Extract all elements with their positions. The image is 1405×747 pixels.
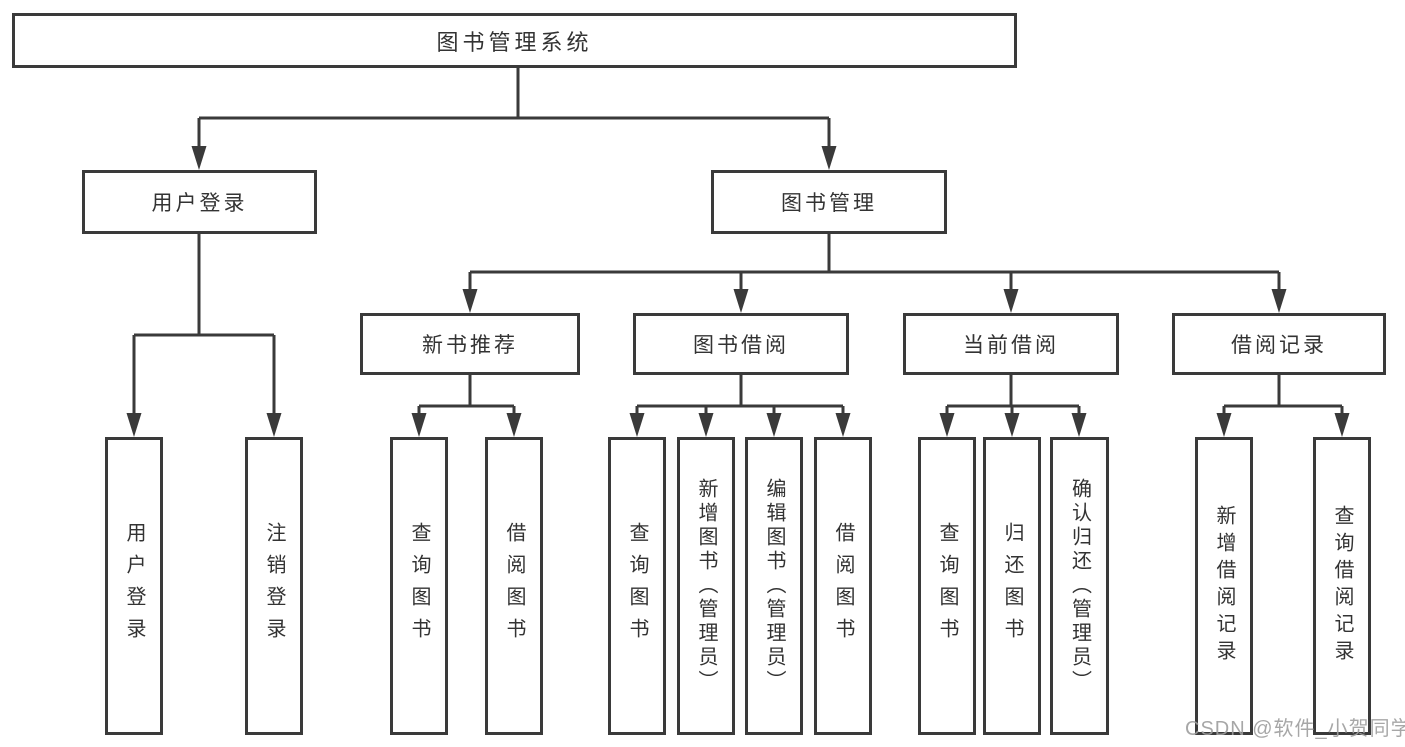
arrowhead — [939, 413, 955, 437]
arrowhead — [1271, 289, 1287, 313]
node-label: 查询借阅记录 — [1331, 505, 1353, 667]
arrowhead — [733, 289, 749, 313]
arrowhead — [411, 413, 427, 437]
node-user-login: 用户登录 — [82, 170, 317, 234]
leaf-user-login: 用户登录 — [105, 437, 163, 735]
arrowhead — [126, 413, 142, 437]
node-label: 新增图书（管理员） — [695, 478, 717, 694]
node-label: 确认归还（管理员） — [1068, 478, 1091, 694]
edge-root-to-level2 — [197, 68, 831, 152]
arrowhead — [506, 413, 522, 437]
node-label: 借阅图书 — [832, 522, 854, 650]
node-label: 查询图书 — [408, 522, 430, 650]
node-library-system: 图书管理系统 — [12, 13, 1017, 68]
node-label: 借阅图书 — [503, 522, 525, 650]
node-new-book-recommend: 新书推荐 — [360, 313, 580, 375]
arrowhead — [629, 413, 645, 437]
leaf-query-books-current: 查询图书 — [918, 437, 976, 735]
edge-records-to-leaves — [1222, 375, 1344, 419]
node-label: 用户登录 — [123, 522, 145, 650]
node-book-management: 图书管理 — [711, 170, 947, 234]
leaf-add-borrow-record: 新增借阅记录 — [1195, 437, 1253, 735]
node-label: 归还图书 — [1001, 522, 1023, 650]
node-label: 注销登录 — [263, 522, 285, 650]
arrowhead — [1003, 289, 1019, 313]
watermark: CSDN @软件_小贺同学 — [1185, 718, 1405, 740]
leaf-add-books-admin: 新增图书（管理员） — [677, 437, 735, 735]
node-label: 图书借阅 — [693, 334, 789, 357]
leaf-borrow-books: 借阅图书 — [814, 437, 872, 735]
arrowhead — [1004, 413, 1020, 437]
node-label: 新增借阅记录 — [1213, 505, 1235, 667]
node-label: 用户登录 — [151, 192, 248, 215]
leaf-edit-books-admin: 编辑图书（管理员） — [745, 437, 803, 735]
arrowhead — [1071, 413, 1087, 437]
edge-currentborrow-to-leaves — [945, 375, 1081, 419]
arrowhead — [266, 413, 282, 437]
leaf-query-books: 查询图书 — [608, 437, 666, 735]
leaf-logout: 注销登录 — [245, 437, 303, 735]
edge-bookborrow-to-leaves — [635, 375, 845, 419]
node-label: 借阅记录 — [1231, 334, 1327, 357]
arrowhead — [191, 146, 207, 170]
arrowhead — [821, 146, 837, 170]
edge-mgmt-to-level3 — [468, 234, 1281, 295]
arrowhead — [1334, 413, 1350, 437]
leaf-borrow-books-recommend: 借阅图书 — [485, 437, 543, 735]
leaf-query-borrow-record: 查询借阅记录 — [1313, 437, 1371, 735]
arrowhead — [698, 413, 714, 437]
arrowheads — [126, 146, 1350, 437]
node-label: 查询图书 — [936, 522, 958, 650]
arrowhead — [462, 289, 478, 313]
node-label: 当前借阅 — [963, 334, 1059, 357]
node-label: 查询图书 — [626, 522, 648, 650]
node-book-borrow: 图书借阅 — [633, 313, 849, 375]
node-current-borrow: 当前借阅 — [903, 313, 1119, 375]
edge-newbooks-to-leaves — [417, 375, 516, 419]
leaf-query-books-recommend: 查询图书 — [390, 437, 448, 735]
node-borrow-records: 借阅记录 — [1172, 313, 1386, 375]
edge-login-to-leaves — [132, 234, 276, 419]
arrowhead — [1216, 413, 1232, 437]
node-label: 编辑图书（管理员） — [763, 478, 785, 694]
arrowhead — [835, 413, 851, 437]
arrowhead — [766, 413, 782, 437]
leaf-confirm-return-admin: 确认归还（管理员） — [1050, 437, 1109, 735]
node-label: 图书管理 — [781, 192, 877, 215]
node-label: 图书管理系统 — [436, 29, 593, 55]
leaf-return-books: 归还图书 — [983, 437, 1041, 735]
node-label: 新书推荐 — [422, 334, 518, 357]
